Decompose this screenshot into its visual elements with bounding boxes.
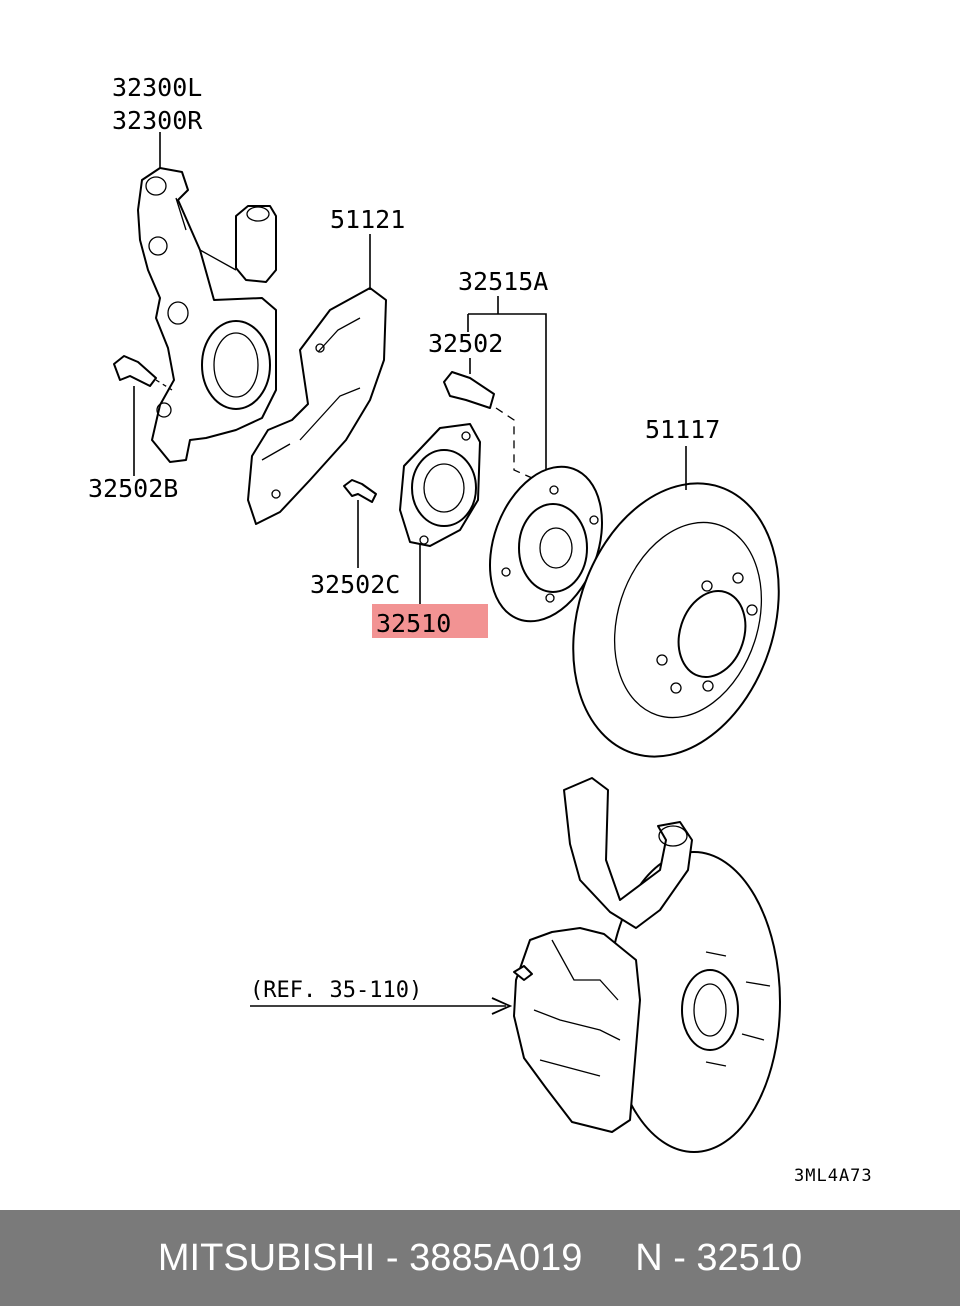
dust-shield bbox=[247, 287, 387, 525]
leader-lines bbox=[133, 132, 687, 1015]
exploded-parts-diagram: 32300L 32300R 51121 32515A 32502 51117 3… bbox=[88, 73, 873, 1186]
callout-32515a: 32515A bbox=[458, 267, 548, 296]
assembled-brake-view bbox=[513, 777, 781, 1153]
callout-32510: 32510 bbox=[376, 609, 451, 638]
wheel-stud bbox=[443, 371, 533, 479]
bearing-bolt bbox=[343, 479, 377, 503]
part-number-banner: MITSUBISHI - 3885A019 N - 32510 bbox=[0, 1210, 960, 1306]
brake-disc bbox=[572, 482, 780, 758]
highlight-box bbox=[372, 604, 488, 638]
reference-label: (REF. 35-110) bbox=[250, 978, 422, 1003]
knuckle-bolt bbox=[113, 355, 173, 391]
callout-32300l: 32300L bbox=[112, 73, 202, 102]
callout-32502b: 32502B bbox=[88, 474, 178, 503]
callout-32300r: 32300R bbox=[112, 106, 203, 135]
figure-code: 3ML4A73 bbox=[794, 1166, 873, 1186]
part-number-text: MITSUBISHI - 3885A019 N - 32510 bbox=[157, 1236, 803, 1279]
steering-knuckle bbox=[137, 167, 277, 463]
callout-32502c: 32502C bbox=[310, 570, 400, 599]
callout-32502: 32502 bbox=[428, 329, 503, 358]
callout-51121: 51121 bbox=[330, 205, 405, 234]
wheel-bearing bbox=[399, 423, 481, 547]
callout-51117: 51117 bbox=[645, 415, 720, 444]
